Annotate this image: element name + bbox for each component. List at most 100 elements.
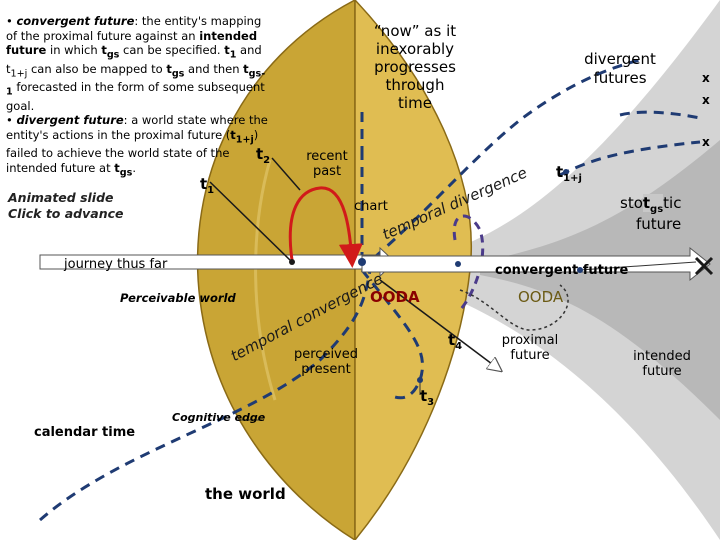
now-label-line: progresses <box>374 58 456 76</box>
time-symbol: t <box>114 160 120 175</box>
t3-sub: 3 <box>427 397 435 408</box>
divergent-futures-line: futures <box>593 68 647 87</box>
term-divergent-future: divergent future <box>16 113 124 128</box>
t4-dot <box>417 377 423 383</box>
bullet-text: can also be mapped to <box>27 61 167 76</box>
t4-mark: t4 <box>448 331 462 353</box>
now-label-line: “now” as it <box>373 22 457 40</box>
calendar-time-curve <box>39 269 372 522</box>
bullet-text: ) failed to achieve the world state of t… <box>6 127 259 175</box>
bullet-marker: • <box>6 113 13 128</box>
term-convergent-future: convergent future <box>16 14 135 28</box>
t1-sub: 1 <box>207 185 215 196</box>
intended-future-line: future <box>642 363 682 379</box>
bullet-text: and t <box>6 43 262 76</box>
tgs-sub: gs <box>650 204 664 215</box>
t1j-base: t <box>556 163 564 181</box>
t1-base: t <box>200 175 208 193</box>
stochastic-line: future <box>636 214 682 233</box>
convergent-curve <box>360 269 425 400</box>
bullet-text: and then <box>184 61 244 76</box>
intended-future-line: intended <box>633 349 691 364</box>
chart-label: chart <box>354 199 388 214</box>
convergent-future-label: convergent future <box>495 263 629 278</box>
intended-arrow <box>579 261 697 271</box>
world-shape <box>196 0 356 540</box>
bullet-text: . <box>132 160 136 175</box>
now-label-line: time <box>398 94 432 112</box>
divergent-futures-line: divergent <box>584 50 656 68</box>
divergent-end-x-mark: x <box>702 93 710 107</box>
bullet-text: forecasted in the form of some subsequen… <box>6 80 265 113</box>
t3-mark: t3 <box>420 387 435 409</box>
red-arc <box>288 186 363 268</box>
time-symbol-sub: 1+j <box>10 67 28 79</box>
tgs-base: t <box>642 194 651 212</box>
t2-pointer <box>271 157 301 191</box>
perceived-present-line: perceived <box>293 347 358 362</box>
time-symbol: t <box>224 43 230 58</box>
recent-past-line: past <box>312 163 342 179</box>
bullet-text: : a world state where the entity's actio… <box>6 113 268 142</box>
recent-past-line: recent <box>306 149 348 164</box>
calendar-time-label: calendar time <box>34 425 136 440</box>
click-to-advance-line[interactable]: Click to advance <box>8 206 124 222</box>
animated-slide-note[interactable]: Animated slide Click to advance <box>8 190 124 223</box>
bullet-marker: • <box>6 14 13 28</box>
world-shape-highlight <box>254 159 277 401</box>
t2-base: t <box>256 145 264 163</box>
divergent-curve-3 <box>559 140 701 177</box>
animated-slide-line: Animated slide <box>8 190 114 205</box>
divergent-end-x-mark: x <box>702 71 710 85</box>
t2-sub: 2 <box>263 155 271 166</box>
intended-future-label: intended future <box>622 349 702 380</box>
t3-base: t <box>420 387 428 405</box>
divergent-futures-label: divergent futures <box>560 50 680 88</box>
journey-label: journey thus far <box>64 257 168 272</box>
time-symbol-sub: gs <box>106 49 120 61</box>
time-symbol-sub: gs <box>171 67 185 79</box>
bullet-text: : the entity's mapping of the proximal f… <box>6 14 262 43</box>
convergent-dot <box>455 261 461 267</box>
perceived-present-label: perceived present <box>286 347 366 378</box>
proximal-dot <box>577 267 583 273</box>
x-endpoint-mark <box>694 256 714 276</box>
purple-divergence-curve <box>452 214 485 312</box>
journey-dot <box>289 259 295 265</box>
term-intended-future: intended future <box>6 28 258 58</box>
time-symbol-sub: 1 <box>229 49 237 61</box>
divergent-curve <box>361 58 641 270</box>
t1j-mark: t1+j <box>556 163 582 185</box>
time-symbol: t <box>166 61 172 76</box>
bullet-text: in which <box>46 43 102 58</box>
perceivable-world-label: Perceivable world <box>120 291 236 305</box>
ooda-left-label: OODA <box>370 288 420 306</box>
stochastic-line-part: sto <box>620 194 643 212</box>
time-symbol: t <box>101 43 107 58</box>
now-label-line: through <box>385 76 445 94</box>
t1-pointer <box>209 181 293 263</box>
ooda-loop <box>459 284 569 331</box>
ooda-right-label: OODA <box>518 288 564 306</box>
t2-mark: t2 <box>256 145 271 167</box>
t1-mark: t1 <box>200 175 215 197</box>
t4-base: t <box>448 331 456 349</box>
time-symbol-sub: 1+j <box>235 134 254 146</box>
proximal-future-line: proximal <box>501 333 559 348</box>
t1j-sub: 1+j <box>563 173 582 184</box>
divergent-end-x-mark: x <box>702 135 710 149</box>
time-symbol: t <box>243 61 249 76</box>
proximal-future-line: future <box>510 347 550 363</box>
the-world-label: the world <box>205 485 286 503</box>
divergent-curve-2 <box>619 110 701 120</box>
now-label-line: inexorably <box>375 40 455 58</box>
tgs-symbol: tgs <box>642 194 664 215</box>
t4-arrow <box>379 279 500 370</box>
stochastic-future-label: stotgstic future <box>620 194 720 233</box>
bullet-text: can be specified. <box>119 43 225 58</box>
definition-bullets: • convergent future: the entity's mappin… <box>6 14 271 179</box>
perceived-present-line: present <box>301 361 351 377</box>
cognitive-edge-label: Cognitive edge <box>172 411 266 424</box>
